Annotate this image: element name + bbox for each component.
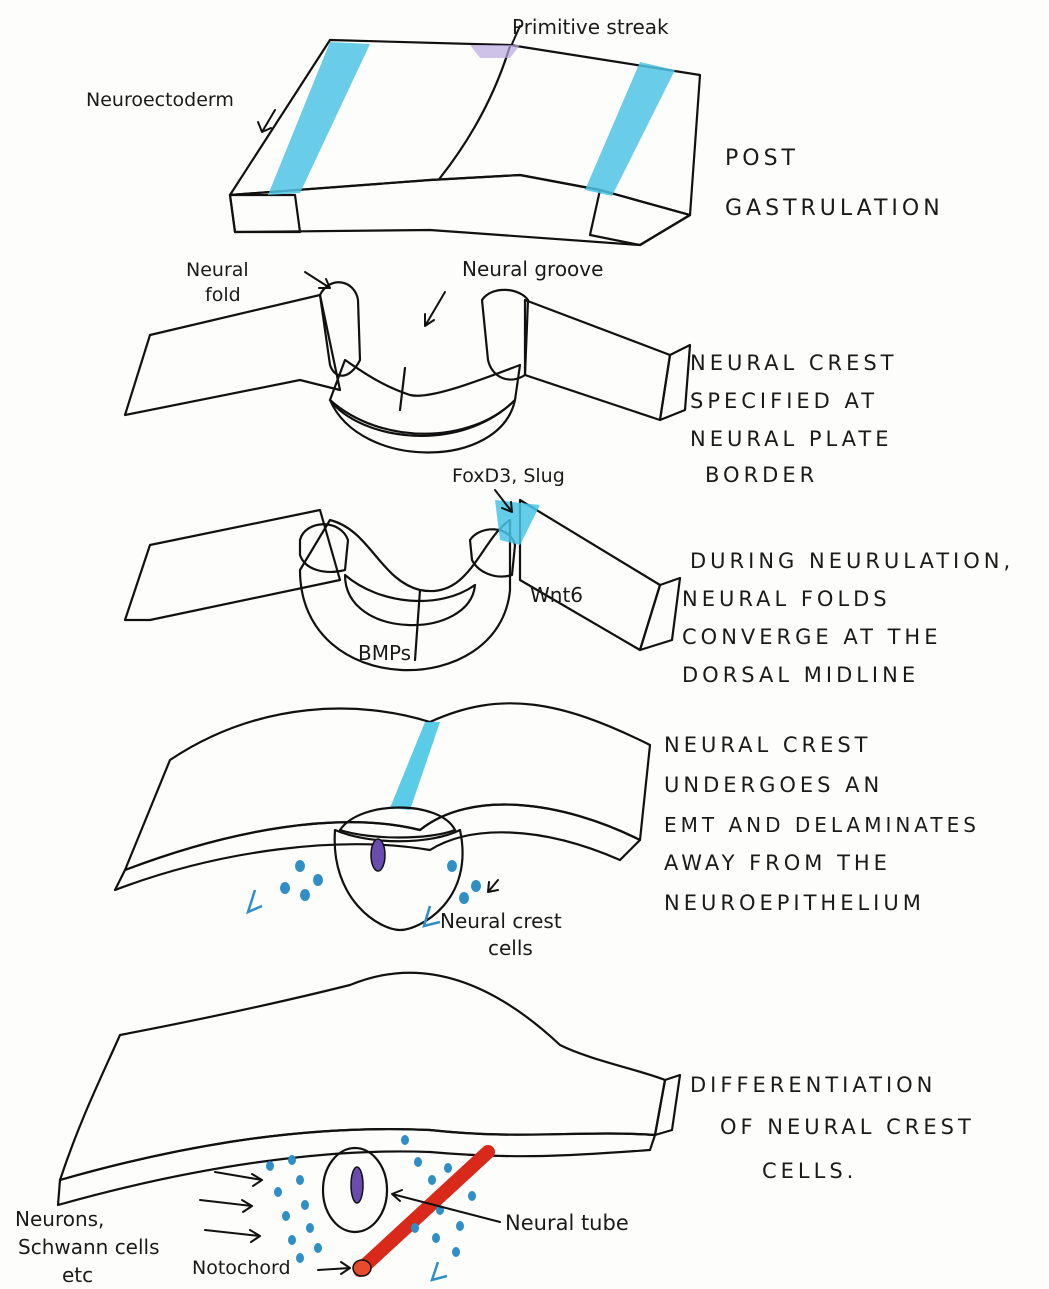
- label-wnt6: Wnt6: [530, 583, 583, 607]
- label-neural-fold-line-1: Neural: [186, 259, 249, 281]
- stage-1-primitive-streak-line: [440, 46, 510, 178]
- neural-groove-arrow: [425, 292, 445, 326]
- crest-cell: [401, 1135, 409, 1145]
- stage-1-right-edge: [590, 190, 690, 245]
- stage-5-notochord-end: [353, 1260, 371, 1276]
- caption-stage-2-line-1: NEURAL CREST: [690, 351, 898, 375]
- crest-cell: [414, 1157, 422, 1167]
- neurons-arrow-1: [215, 1172, 262, 1186]
- caption-stage-1-line-2: GASTRULATION: [725, 196, 944, 221]
- stage-1-slab: [230, 40, 700, 245]
- caption-stage-1-line-1: POST: [725, 146, 799, 171]
- notochord-arrow: [318, 1262, 350, 1274]
- stage-2-plate: [330, 360, 520, 436]
- caption-stage-4-line-5: NEUROEPITHELIUM: [664, 891, 925, 915]
- crest-cell: [306, 1223, 314, 1233]
- crest-cell: [280, 882, 290, 894]
- label-neuroectoderm: Neuroectoderm: [86, 89, 234, 111]
- crest-cell: [471, 880, 481, 892]
- stage-4-delamination: Neural crest cells NEURAL CREST UNDERGOE…: [115, 703, 980, 960]
- stage-5-differentiation: Neurons, Schwann cells etc Notochord Neu…: [15, 973, 975, 1287]
- crest-cell: [295, 860, 305, 872]
- stage-2-neural-plate: Neural fold Neural groove NEURAL CREST S…: [125, 257, 898, 487]
- label-bmps: BMPs: [358, 641, 411, 665]
- migration-arrow-left: [248, 890, 262, 912]
- stage-2-right-fold: [482, 290, 528, 380]
- crest-cell: [459, 892, 469, 904]
- label-neurons-line-2: Schwann cells: [18, 1235, 160, 1259]
- caption-stage-2-line-4: BORDER: [705, 463, 818, 487]
- caption-stage-4-line-1: NEURAL CREST: [664, 733, 872, 757]
- caption-stage-4-line-2: UNDERGOES AN: [664, 773, 883, 797]
- neural-fold-arrow: [305, 272, 330, 288]
- crest-cell: [288, 1235, 296, 1245]
- neurons-arrow-3: [205, 1230, 260, 1242]
- caption-stage-5-line-3: CELLS.: [762, 1159, 857, 1183]
- caption-stage-3-line-2: NEURAL FOLDS: [682, 587, 891, 611]
- crest-cell: [411, 1223, 419, 1233]
- crest-cell: [300, 889, 310, 901]
- crest-cell: [296, 1175, 304, 1185]
- stage-3-right-end: [640, 578, 680, 650]
- label-neural-fold-line-2: fold: [205, 284, 241, 306]
- label-neural-groove: Neural groove: [462, 257, 603, 281]
- stage-3-neurulation: FoxD3, Slug Wnt6 BMPs DURING NEURULATION…: [125, 465, 1014, 687]
- stage-4-dorsal-cyan: [390, 722, 440, 810]
- caption-stage-2-line-2: SPECIFIED AT: [690, 389, 878, 413]
- stage-5-right-end: [655, 1075, 680, 1135]
- caption-stage-4-line-4: AWAY FROM THE: [664, 851, 891, 875]
- crest-cell: [314, 1243, 322, 1253]
- stage-1-left-neuroectoderm-band: [268, 42, 370, 195]
- caption-stage-4-line-3: EMT AND DELAMINATES: [664, 813, 980, 837]
- crest-cell: [313, 874, 323, 886]
- label-neurons-line-3: etc: [62, 1263, 93, 1287]
- label-neural-crest-cells-line-1: Neural crest: [440, 909, 562, 933]
- label-neural-tube: Neural tube: [505, 1211, 629, 1235]
- caption-stage-3-line-1: DURING NEURULATION,: [690, 549, 1014, 573]
- stage-2-right-slab: [525, 300, 670, 420]
- crest-cell: [288, 1155, 296, 1165]
- crest-cells-arrow: [488, 880, 498, 892]
- caption-stage-3-line-3: CONVERGE AT THE: [682, 625, 941, 649]
- label-primitive-streak: Primitive streak: [512, 15, 669, 39]
- stage-2-left-slab: [125, 295, 340, 415]
- stage-5-lumen: [351, 1167, 363, 1203]
- crest-cell: [456, 1221, 464, 1231]
- crest-cell: [428, 1175, 436, 1185]
- stage-2-left-fold: [320, 282, 360, 375]
- crest-cell: [301, 1200, 309, 1210]
- caption-stage-5-line-2: OF NEURAL CREST: [720, 1115, 975, 1139]
- crest-cell: [282, 1211, 290, 1221]
- crest-cell: [274, 1187, 282, 1197]
- stage-1-post-gastrulation: Primitive streak Neuroectoderm POST GAST…: [86, 15, 944, 245]
- caption-stage-5-line-1: DIFFERENTIATION: [690, 1073, 936, 1097]
- crest-cell: [468, 1191, 476, 1201]
- label-neurons-line-1: Neurons,: [15, 1207, 104, 1231]
- crest-cell: [266, 1161, 274, 1171]
- stage-2-groove-line: [400, 368, 405, 410]
- crest-cell: [444, 1163, 452, 1173]
- crest-cell: [452, 1247, 460, 1257]
- stage-2-underside: [330, 400, 515, 453]
- neurons-arrow-2: [200, 1200, 252, 1212]
- crest-cell: [447, 860, 457, 872]
- stage-3-dorsal-cyan: [495, 500, 540, 545]
- stage-1-right-neuroectoderm-band: [585, 62, 675, 196]
- caption-stage-3-line-4: DORSAL MIDLINE: [682, 663, 919, 687]
- caption-stage-2-line-3: NEURAL PLATE: [690, 427, 893, 451]
- label-neural-crest-cells-line-2: cells: [488, 936, 533, 960]
- stage-1-streak-shading: [470, 45, 520, 58]
- stage-4-lumen: [371, 839, 385, 871]
- stage-2-right-end: [660, 345, 690, 420]
- stage-1-left-edge: [230, 195, 300, 232]
- stage-3-right-slab: [520, 500, 660, 650]
- label-notochord: Notochord: [192, 1257, 291, 1279]
- migration-arrow: [432, 1262, 447, 1280]
- stage-5-notochord: [360, 1152, 488, 1270]
- label-foxd3-slug: FoxD3, Slug: [452, 465, 565, 487]
- crest-cell: [432, 1233, 440, 1243]
- crest-cell: [296, 1253, 304, 1263]
